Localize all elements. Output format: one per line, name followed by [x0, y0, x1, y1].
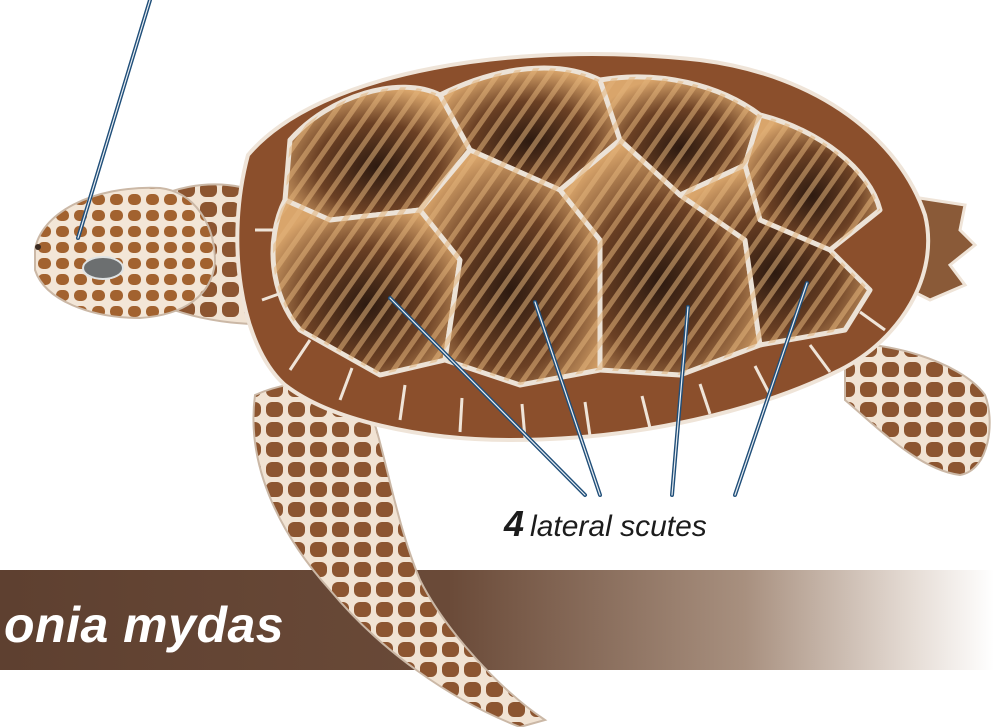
lateral-scutes-count: 4: [504, 503, 524, 544]
lateral-scutes-text: lateral scutes: [530, 510, 707, 543]
rear-flipper: [845, 344, 990, 475]
species-name: onia mydas: [4, 596, 284, 654]
eye-icon: [83, 257, 123, 279]
lateral-scutes-label: 4lateral scutes: [504, 503, 707, 545]
head: [35, 188, 215, 318]
